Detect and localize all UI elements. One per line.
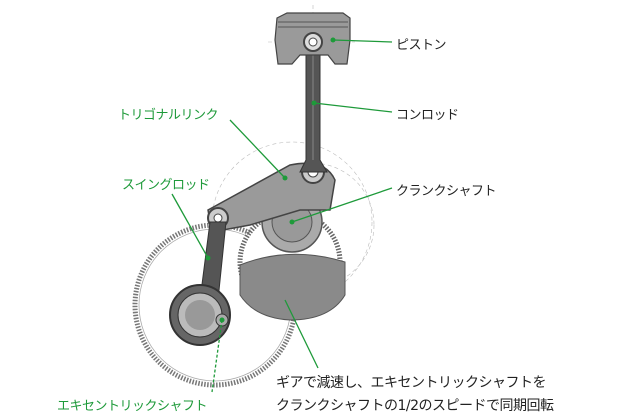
label-trigonal-link: トリゴナルリンク bbox=[118, 108, 219, 123]
label-crankshaft: クランクシャフト bbox=[396, 184, 497, 199]
piston-part bbox=[274, 12, 351, 65]
counterweight bbox=[239, 253, 346, 321]
label-eccentric-shaft: エキセントリックシャフト bbox=[57, 399, 208, 414]
caption-line-1: ギアで減速し、エキセントリックシャフトを bbox=[276, 375, 547, 391]
label-conrod: コンロッド bbox=[396, 108, 459, 123]
caption-line-2: クランクシャフトの1/2のスピードで同期回転 bbox=[276, 398, 554, 414]
trigonal-link-part bbox=[207, 162, 336, 233]
label-piston: ピストン bbox=[396, 38, 447, 53]
label-swing-rod: スイングロッド bbox=[122, 178, 210, 193]
eccentric-shaft-part bbox=[169, 284, 231, 346]
leader-lines bbox=[171, 39, 393, 393]
